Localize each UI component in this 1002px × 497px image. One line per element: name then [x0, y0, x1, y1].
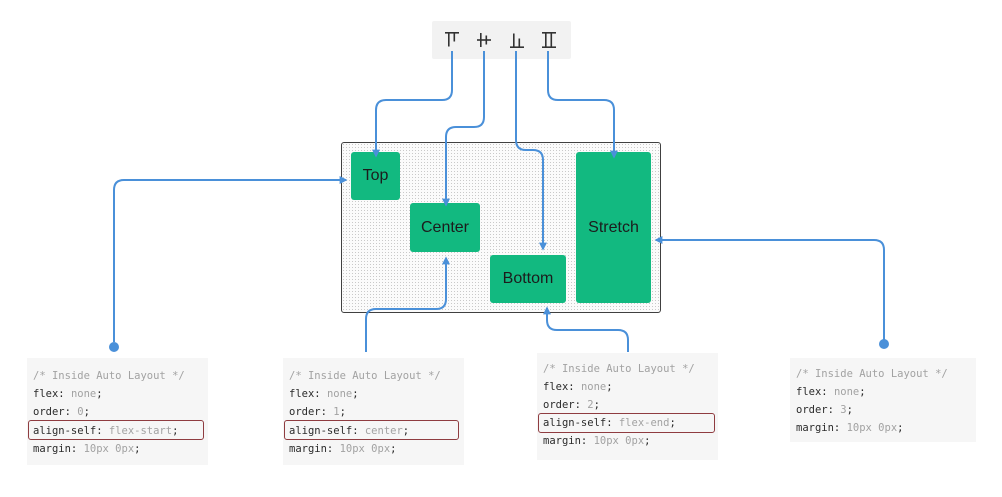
align-bottom-icon[interactable] — [509, 31, 525, 49]
connector-align-top — [372, 51, 453, 158]
code-line-flex: flex: none; — [33, 388, 103, 400]
code-card-top: /* Inside Auto Layout */ flex: none; ord… — [27, 358, 208, 465]
connector-dot — [879, 339, 889, 349]
code-line-align-self: align-self: flex-start; — [33, 425, 179, 437]
code-comment: /* Inside Auto Layout */ — [289, 370, 441, 382]
child-bottom[interactable]: Bottom — [490, 255, 566, 303]
code-comment: /* Inside Auto Layout */ — [33, 370, 185, 382]
connector-card-bottom — [543, 306, 629, 352]
code-line-align-self: align-self: center; — [289, 425, 410, 437]
align-self-highlight — [28, 420, 204, 440]
connector-dot — [109, 342, 119, 352]
code-line-order: order: 3; — [796, 404, 853, 416]
code-card-center: /* Inside Auto Layout */ flex: none; ord… — [283, 358, 464, 465]
code-line-flex: flex: none; — [543, 381, 613, 393]
code-line-flex: flex: none; — [796, 386, 866, 398]
code-line-order: order: 2; — [543, 399, 600, 411]
connector-card-top — [113, 176, 348, 342]
code-comment: /* Inside Auto Layout */ — [543, 363, 695, 375]
alignment-toolbar — [432, 21, 571, 59]
align-self-highlight — [284, 420, 459, 440]
code-line-margin: margin: 10px 0px; — [543, 435, 651, 447]
code-line-order: order: 1; — [289, 406, 346, 418]
align-center-icon[interactable] — [476, 31, 492, 49]
code-card-bottom: /* Inside Auto Layout */ flex: none; ord… — [537, 353, 718, 460]
code-comment: /* Inside Auto Layout */ — [796, 368, 948, 380]
code-line-align-self: align-self: flex-end; — [543, 417, 676, 429]
code-line-order: order: 0; — [33, 406, 90, 418]
code-line-margin: margin: 10px 0px; — [796, 422, 904, 434]
code-line-margin: margin: 10px 0px; — [33, 443, 141, 455]
child-stretch[interactable]: Stretch — [576, 152, 651, 303]
code-line-flex: flex: none; — [289, 388, 359, 400]
code-line-margin: margin: 10px 0px; — [289, 443, 397, 455]
align-top-icon[interactable] — [444, 31, 460, 49]
align-self-highlight — [538, 413, 715, 433]
child-center[interactable]: Center — [410, 203, 480, 252]
code-card-stretch: /* Inside Auto Layout */ flex: none; ord… — [790, 358, 976, 442]
connector-card-stretch — [654, 236, 885, 343]
stretch-icon[interactable] — [541, 31, 557, 49]
child-top[interactable]: Top — [351, 152, 400, 200]
